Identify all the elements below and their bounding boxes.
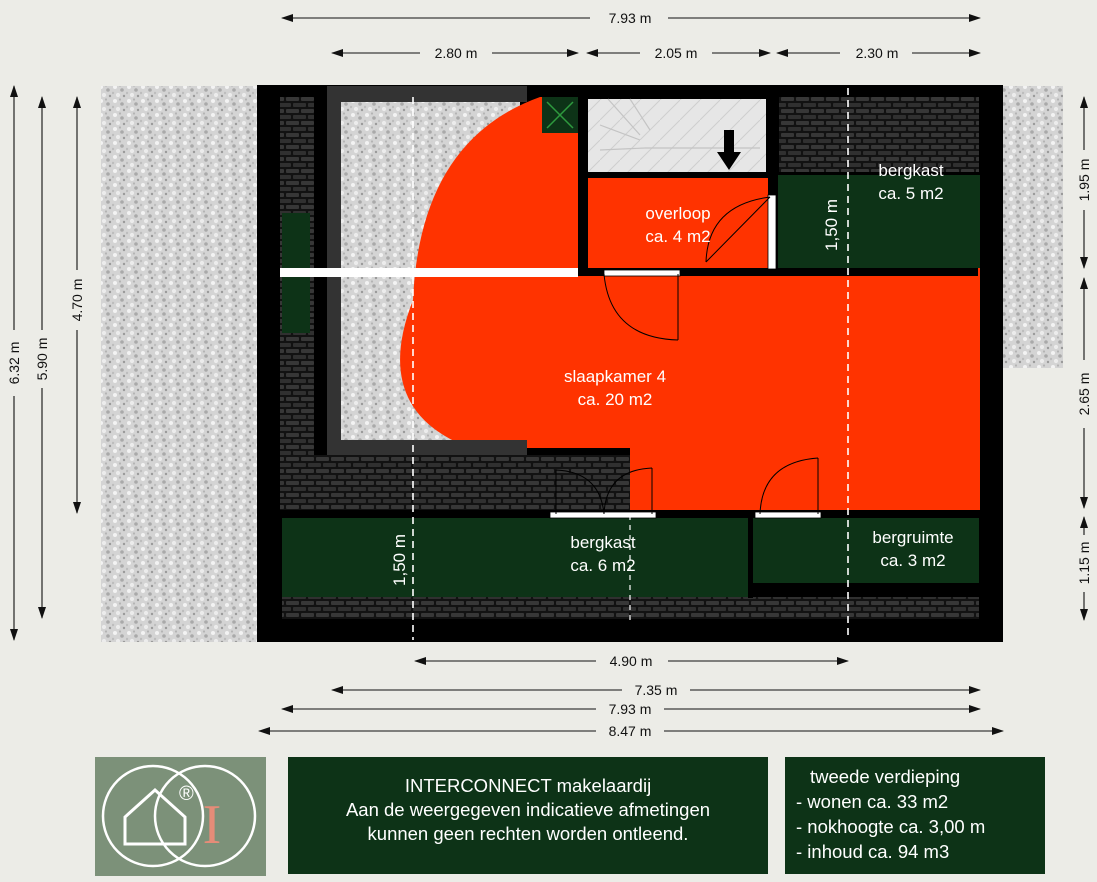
company-name: INTERCONNECT makelaardij: [404, 775, 652, 796]
dim-top-right: 2.30 m: [856, 45, 899, 61]
dim-bottom-1: 4.90 m: [610, 653, 653, 669]
room-area-bergkast-top: ca. 5 m2: [878, 184, 943, 203]
dim-left-mid: 5.90 m: [34, 338, 50, 381]
room-name-slaapkamer: slaapkamer 4: [564, 367, 666, 386]
dim-right-mid: 2.65 m: [1076, 373, 1092, 416]
floor-info-box: tweede verdieping - wonen ca. 33 m2 - no…: [785, 757, 1045, 874]
floor-volume: - inhoud ca. 94 m3: [796, 841, 950, 862]
storage-door-icon: [555, 467, 653, 515]
staircase: [588, 99, 766, 174]
storage-top-right: [777, 175, 980, 268]
storage-bottom: [282, 518, 748, 597]
dim-right-bottom: 1.15 m: [1076, 542, 1092, 585]
landing-floor: [588, 178, 768, 270]
house-logo-icon: [123, 787, 187, 846]
room-name-bergkast-top: bergkast: [878, 161, 943, 180]
dim-right-top: 1.95 m: [1076, 159, 1092, 202]
height-label-left: 1,50 m: [390, 534, 409, 586]
dim-left-outer: 6.32 m: [6, 342, 22, 385]
disclaimer-line-1: Aan de weergegeven indicatieve afmetinge…: [345, 799, 711, 820]
room-name-bergruimte: bergruimte: [872, 528, 953, 547]
shaft-cross-icon: [546, 101, 574, 129]
floor-living-area: - wonen ca. 33 m2: [796, 791, 949, 812]
dim-left-inner: 4.70 m: [69, 279, 85, 322]
dim-bottom-4: 8.47 m: [609, 723, 652, 739]
registered-mark: ®: [179, 783, 194, 805]
stair-down-arrow-icon: [717, 130, 741, 170]
disclaimer-line-2: kunnen geen rechten worden ontleend.: [367, 823, 689, 844]
bedroom-door-icon: [603, 273, 679, 341]
storage-bottom-right: [753, 518, 979, 583]
room-name-overloop: overloop: [645, 204, 710, 223]
landing-door-icon: [705, 196, 771, 263]
roof-tiles-top-right: [779, 97, 979, 172]
dim-top-mid: 2.05 m: [655, 45, 698, 61]
room-area-bergruimte: ca. 3 m2: [880, 551, 945, 570]
dim-top-total: 7.93 m: [609, 10, 652, 26]
roof-tiles-bottom-left: [280, 455, 630, 515]
room-area-slaapkamer: ca. 20 m2: [578, 390, 653, 409]
floor-ridge-height: - nokhoogte ca. 3,00 m: [796, 816, 986, 837]
attic-door-icon: [759, 457, 819, 515]
room-area-bergkast-bottom: ca. 6 m2: [570, 556, 635, 575]
disclaimer-box: INTERCONNECT makelaardij Aan de weergege…: [288, 757, 768, 874]
dim-bottom-2: 7.35 m: [635, 682, 678, 698]
gravel-left: [101, 86, 261, 642]
gravel-right: [1003, 86, 1063, 368]
company-logo: ® I: [95, 757, 266, 876]
dim-top-left: 2.80 m: [435, 45, 478, 61]
room-name-bergkast-bottom: bergkast: [570, 533, 635, 552]
floor-title: tweede verdieping: [810, 766, 961, 787]
room-area-overloop: ca. 4 m2: [645, 227, 710, 246]
logo-letter: I: [203, 794, 222, 856]
window-strip: [280, 268, 578, 277]
bedroom-floor: [400, 97, 980, 510]
dim-bottom-3: 7.93 m: [609, 701, 652, 717]
height-label-right: 1,50 m: [822, 199, 841, 251]
